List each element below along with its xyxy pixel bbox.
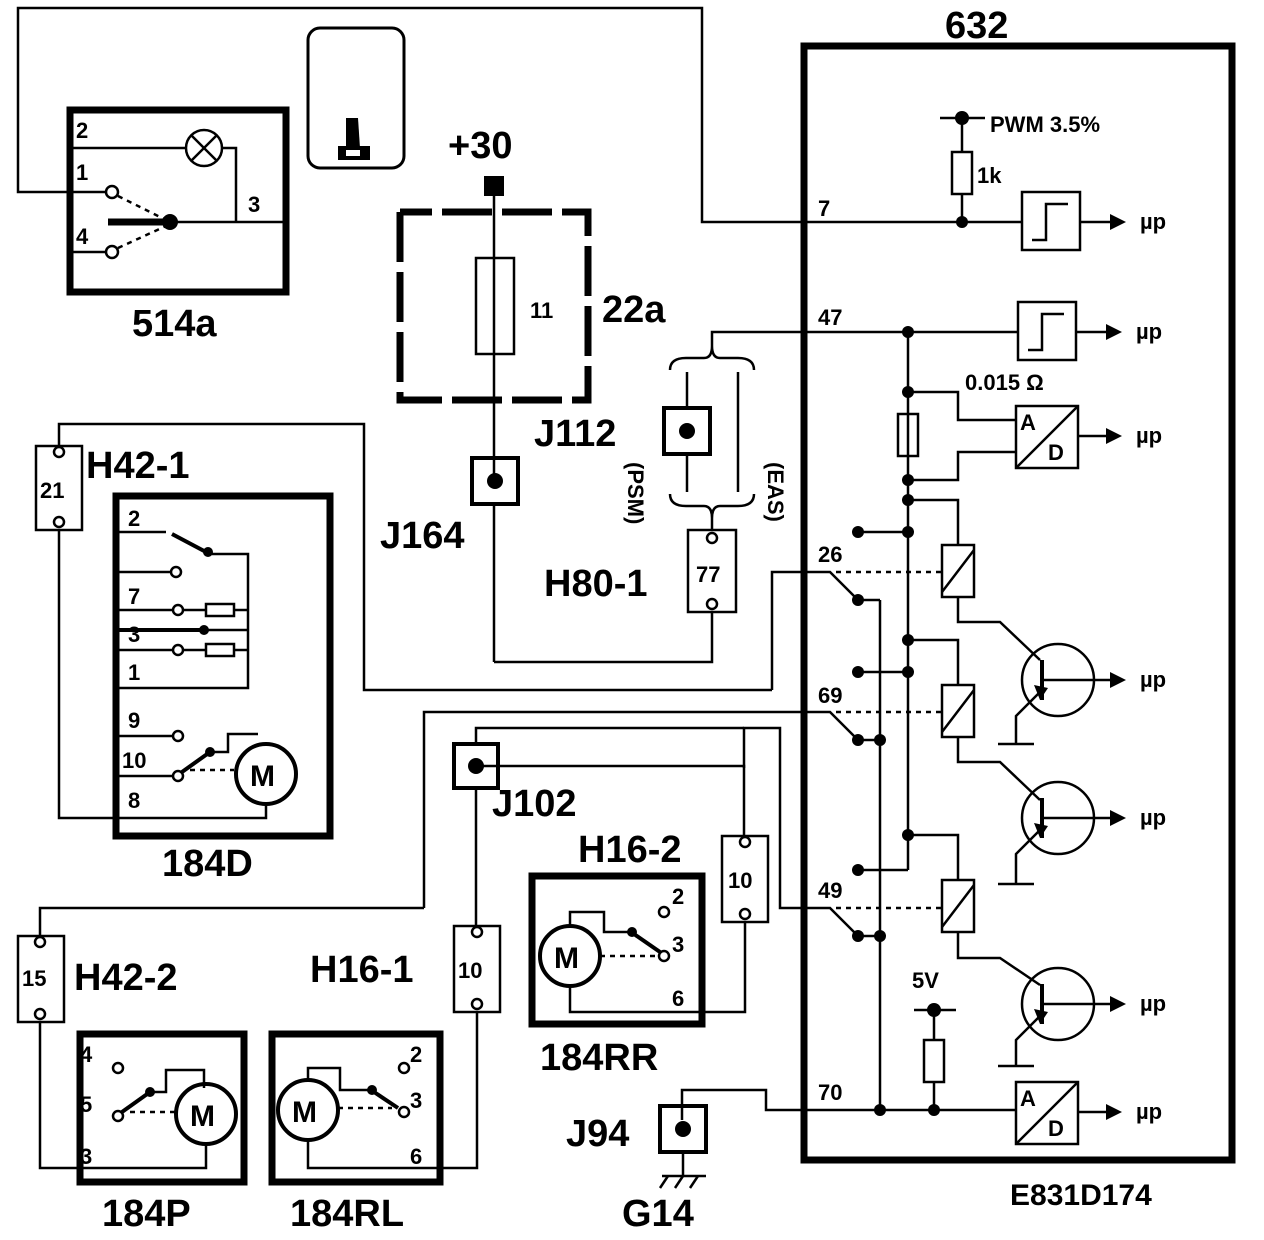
eas-label: (EAS) bbox=[763, 462, 788, 522]
splice-j102: J102 bbox=[452, 726, 746, 926]
184rr-pin2: 2 bbox=[672, 884, 684, 909]
g14-label: G14 bbox=[622, 1193, 694, 1235]
184rl-pin3: 3 bbox=[410, 1088, 422, 1113]
184rl-pin2: 2 bbox=[410, 1042, 422, 1067]
184d-pin9: 9 bbox=[128, 708, 140, 733]
pin-7: 7 bbox=[818, 196, 830, 221]
wire-h42-1-to-pin26 bbox=[57, 422, 772, 692]
h42-2-name: H42-2 bbox=[74, 957, 178, 999]
h16-1-name: H16-1 bbox=[310, 949, 414, 991]
motor-184p: 4 5 3 M 184P bbox=[76, 1030, 248, 1235]
psm-label: (PSM) bbox=[623, 462, 648, 524]
184rr-pin6: 6 bbox=[672, 986, 684, 1011]
switch514a-pin2: 2 bbox=[76, 118, 88, 143]
h42-1-name: H42-1 bbox=[86, 445, 190, 487]
connector-h80-1: 77 H80-1 bbox=[544, 528, 738, 614]
up-label-7: µp bbox=[1136, 1099, 1162, 1124]
h42-1-pin: 21 bbox=[40, 478, 64, 503]
up-label-4: µp bbox=[1140, 667, 1166, 692]
seat-icon bbox=[338, 118, 370, 160]
184p-motor-letter: M bbox=[190, 1100, 215, 1133]
h80-1-pin: 77 bbox=[696, 562, 720, 587]
up-label-6: µp bbox=[1140, 991, 1166, 1016]
h42-2-pin: 15 bbox=[22, 966, 46, 991]
connector-h42-1: 21 H42-1 bbox=[34, 444, 190, 532]
h16-2-name: H16-2 bbox=[578, 829, 682, 871]
fuse-box-22a: +30 11 22a bbox=[396, 125, 666, 480]
connector-h16-1: 10 H16-1 bbox=[310, 924, 502, 1014]
184d-pin7: 7 bbox=[128, 584, 140, 609]
184p-pin4: 4 bbox=[80, 1042, 93, 1067]
ad2-a: A bbox=[1020, 1086, 1036, 1111]
pin-70: 70 bbox=[818, 1080, 842, 1105]
184p-pin5: 5 bbox=[80, 1092, 92, 1117]
shunt-label: 0.015 Ω bbox=[965, 370, 1044, 395]
pin-26: 26 bbox=[818, 542, 842, 567]
184rr-motor-letter: M bbox=[554, 942, 579, 975]
motor-184rl: 2 3 6 M 184RL bbox=[268, 1030, 444, 1235]
splice-j94: J94 G14 bbox=[566, 1104, 708, 1235]
j164-label: J164 bbox=[380, 515, 465, 557]
switch-514a: 2 1 4 3 514a bbox=[66, 106, 290, 345]
184d-pin8: 8 bbox=[128, 788, 140, 813]
184d-pin3: 3 bbox=[128, 622, 140, 647]
ecu-632: 632 E831D174 PWM 3.5% 1k 7 µp 47 µp 0.01… bbox=[422, 5, 1236, 1212]
fuse-box-name: 22a bbox=[602, 289, 666, 331]
h16-1-pin: 10 bbox=[458, 958, 482, 983]
v5-label: 5V bbox=[912, 968, 939, 993]
184rl-name: 184RL bbox=[290, 1193, 404, 1235]
j112-label: J112 bbox=[534, 413, 616, 455]
ecu-code: E831D174 bbox=[1010, 1179, 1152, 1212]
184p-name: 184P bbox=[102, 1193, 191, 1235]
connector-h16-2: 10 H16-2 bbox=[578, 829, 770, 924]
up-label-1: µp bbox=[1140, 209, 1166, 234]
184d-motor-letter: M bbox=[250, 760, 275, 793]
switch514a-pin4: 4 bbox=[76, 224, 89, 249]
184p-pin3: 3 bbox=[80, 1144, 92, 1169]
184rl-motor-letter: M bbox=[292, 1096, 317, 1129]
pin-47: 47 bbox=[818, 305, 842, 330]
j102-label: J102 bbox=[492, 783, 577, 825]
motor-184d: 2 7 3 1 9 10 8 M 184D bbox=[112, 492, 334, 885]
key-icon-box bbox=[306, 26, 406, 170]
j94-label: J94 bbox=[566, 1113, 629, 1155]
splice-j112: J112 (PSM) (EAS) bbox=[534, 330, 804, 530]
up-label-3: µp bbox=[1136, 423, 1162, 448]
switch514a-pin3: 3 bbox=[248, 192, 260, 217]
ad1-a: A bbox=[1020, 410, 1036, 435]
184d-pin10: 10 bbox=[122, 748, 146, 773]
wire-514a-to-pin7 bbox=[16, 6, 804, 224]
184rl-pin6: 6 bbox=[410, 1144, 422, 1169]
184d-pin1: 1 bbox=[128, 660, 140, 685]
184rr-name: 184RR bbox=[540, 1037, 658, 1079]
fuse-11 bbox=[474, 256, 516, 356]
switch514a-pin1: 1 bbox=[76, 160, 88, 185]
supply-label: +30 bbox=[448, 125, 512, 167]
pwm-label: PWM 3.5% bbox=[990, 112, 1100, 137]
184rr-pin3: 3 bbox=[672, 932, 684, 957]
resistor-1k-label: 1k bbox=[977, 163, 1002, 188]
up-label-2: µp bbox=[1136, 319, 1162, 344]
supply-terminal bbox=[484, 176, 504, 196]
ecu-label: 632 bbox=[945, 5, 1008, 47]
184d-pin2: 2 bbox=[128, 506, 140, 531]
splice-j164: J164 bbox=[380, 456, 714, 664]
motor-184rr: 2 3 6 M 184RR bbox=[528, 872, 706, 1079]
pin-49: 49 bbox=[818, 878, 842, 903]
pin-69: 69 bbox=[818, 683, 842, 708]
switch514a-name: 514a bbox=[132, 303, 217, 345]
h16-2-pin: 10 bbox=[728, 868, 752, 893]
fuse-number: 11 bbox=[530, 298, 553, 323]
ad2-d: D bbox=[1048, 1116, 1064, 1141]
connector-h42-2: 15 H42-2 bbox=[16, 934, 178, 1024]
up-label-5: µp bbox=[1140, 805, 1166, 830]
ad1-d: D bbox=[1048, 440, 1064, 465]
h80-1-name: H80-1 bbox=[544, 563, 648, 605]
184d-name: 184D bbox=[162, 843, 253, 885]
